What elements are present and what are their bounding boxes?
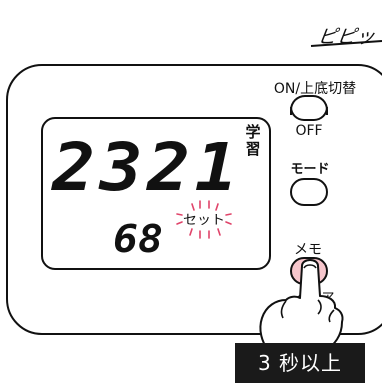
main-reading-text: 2321 xyxy=(51,129,242,206)
lcd-screen xyxy=(41,117,271,270)
mode-button[interactable] xyxy=(290,178,328,206)
blink-marks xyxy=(176,200,232,239)
power-button-top-label: ON/上底切替 xyxy=(273,81,357,97)
mode-button-label: モード xyxy=(290,162,330,177)
set-indicator-text: セット xyxy=(183,213,225,228)
sub-reading-text: 68 xyxy=(113,217,163,261)
study-mode-label: 学習 xyxy=(243,124,263,158)
power-button-bottom-label: OFF xyxy=(295,123,323,139)
memo-button-top-label: メモ xyxy=(294,242,322,258)
hold-duration-label: 3 秒以上 xyxy=(235,343,365,383)
study-mode-text: 学習 xyxy=(245,123,261,158)
